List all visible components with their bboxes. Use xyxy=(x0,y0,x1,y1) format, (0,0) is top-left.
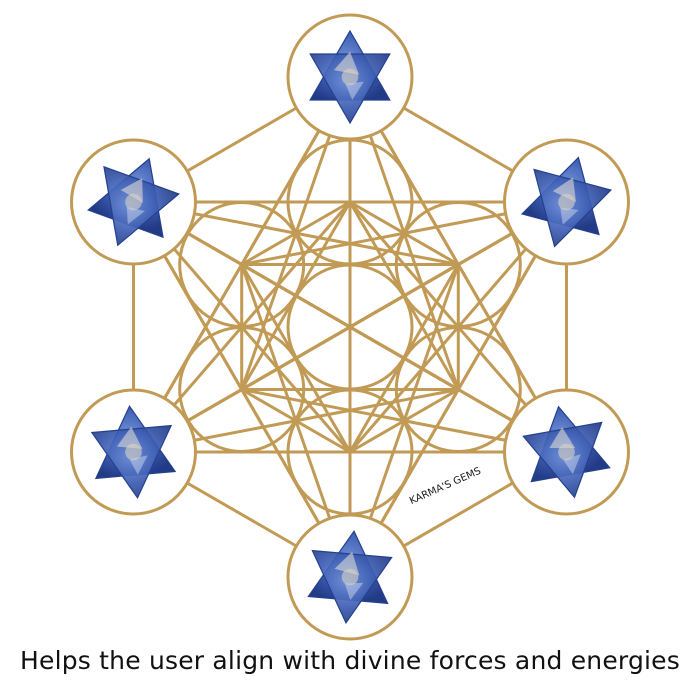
crystal-top xyxy=(309,29,391,125)
crystal-lower-right xyxy=(522,405,611,499)
sacred-geometry-lines xyxy=(132,75,568,579)
inner-circle xyxy=(394,326,522,453)
crystal-bottom xyxy=(307,529,393,625)
crystal-lower-left xyxy=(90,404,177,500)
crystal-upper-right xyxy=(520,156,613,248)
crystal-upper-left xyxy=(87,157,180,247)
center-circle xyxy=(286,263,414,391)
inner-circle xyxy=(178,201,306,328)
caption-text: Helps the user align with divine forces … xyxy=(20,646,680,675)
crystal-layer xyxy=(87,29,613,625)
